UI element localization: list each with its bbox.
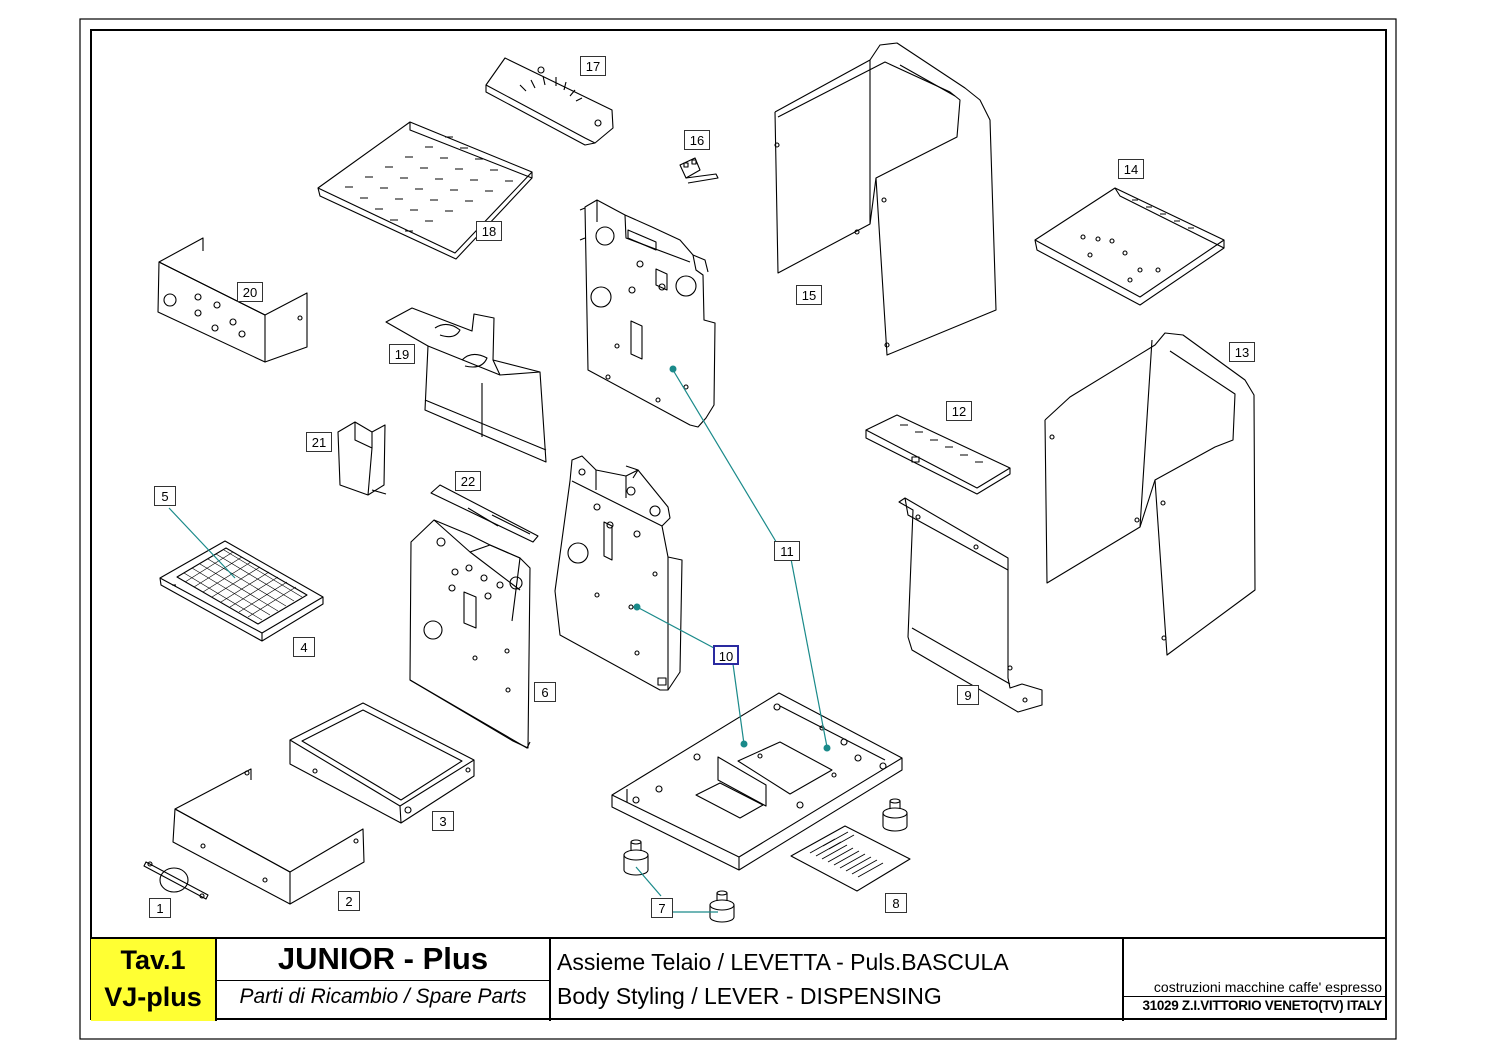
part-21-channel	[337, 421, 387, 496]
description-english: Body Styling / LEVER - DISPENSING	[557, 983, 942, 1009]
callout-14: 14	[1118, 159, 1144, 179]
callout-1: 1	[149, 898, 171, 918]
part-15-cover	[774, 42, 997, 356]
model-name-cell: JUNIOR - Plus Parti di Ricambio / Spare …	[217, 939, 551, 1021]
description-italian: Assieme Telaio / LEVETTA - Puls.BASCULA	[557, 949, 1009, 975]
title-block: Tav.1 VJ-plus JUNIOR - Plus Parti di Ric…	[91, 937, 1386, 1021]
model-name: JUNIOR - Plus	[277, 941, 489, 976]
part-18-drip-tray	[317, 121, 533, 260]
description-cell: Assieme Telaio / LEVETTA - Puls.BASCULA …	[551, 939, 1124, 1021]
callout-22: 22	[455, 471, 481, 491]
part-20-panel	[157, 237, 308, 363]
leader-lines	[168, 369, 828, 913]
callout-15: 15	[796, 285, 822, 305]
callout-7: 7	[651, 898, 673, 918]
table-number: Tav.1	[120, 945, 186, 975]
leader-dots	[633, 365, 831, 752]
callout-11: 11	[774, 541, 800, 561]
part-6-front-panel	[409, 519, 531, 749]
base-frame	[611, 692, 903, 871]
callout-8: 8	[885, 893, 907, 913]
part-11-side-panel	[579, 199, 716, 428]
part-1-bar	[143, 861, 209, 900]
manufacturer-cell: costruzioni macchine caffe' espresso 310…	[1124, 939, 1386, 1021]
callout-4: 4	[293, 637, 315, 657]
part-3-frame	[289, 702, 475, 824]
callout-18: 18	[476, 221, 502, 241]
part-5-grid	[159, 540, 324, 642]
callout-16: 16	[684, 130, 710, 150]
part-13-cover	[1044, 332, 1256, 656]
part-22-bar	[430, 484, 539, 543]
callout-6: 6	[534, 682, 556, 702]
callout-13: 13	[1229, 342, 1255, 362]
part-16-bracket	[679, 157, 719, 184]
callout-17: 17	[580, 56, 606, 76]
manufacturer-address: 31029 Z.I.VITTORIO VENETO(TV) ITALY	[1142, 998, 1382, 1013]
callout-5: 5	[154, 486, 176, 506]
manufacturer-tagline: costruzioni macchine caffe' espresso	[1153, 979, 1382, 995]
callout-21: 21	[306, 432, 332, 452]
table-id-cell: Tav.1 VJ-plus	[91, 939, 217, 1021]
callout-3: 3	[432, 811, 454, 831]
callout-12: 12	[946, 401, 972, 421]
part-7-foot	[623, 798, 908, 923]
part-14-tray	[1034, 187, 1225, 306]
part-8-vent	[790, 825, 911, 892]
spare-parts-label: Parti di Ricambio / Spare Parts	[239, 985, 527, 1008]
callout-19: 19	[389, 344, 415, 364]
part-19-bracket	[385, 307, 547, 463]
model-code: VJ-plus	[104, 982, 202, 1012]
divider	[217, 980, 549, 981]
part-17-plate	[485, 57, 614, 146]
part-10-side-panel	[554, 455, 683, 691]
callout-2: 2	[338, 891, 360, 911]
inner-frame	[90, 29, 1387, 1020]
part-9-side	[898, 497, 1043, 713]
part-12-channel	[865, 414, 1011, 495]
callout-10: 10	[713, 645, 739, 665]
callout-9: 9	[957, 685, 979, 705]
part-2-cover	[172, 768, 365, 905]
callout-20: 20	[237, 282, 263, 302]
divider	[1124, 996, 1386, 997]
outer-frame	[79, 18, 1397, 1040]
